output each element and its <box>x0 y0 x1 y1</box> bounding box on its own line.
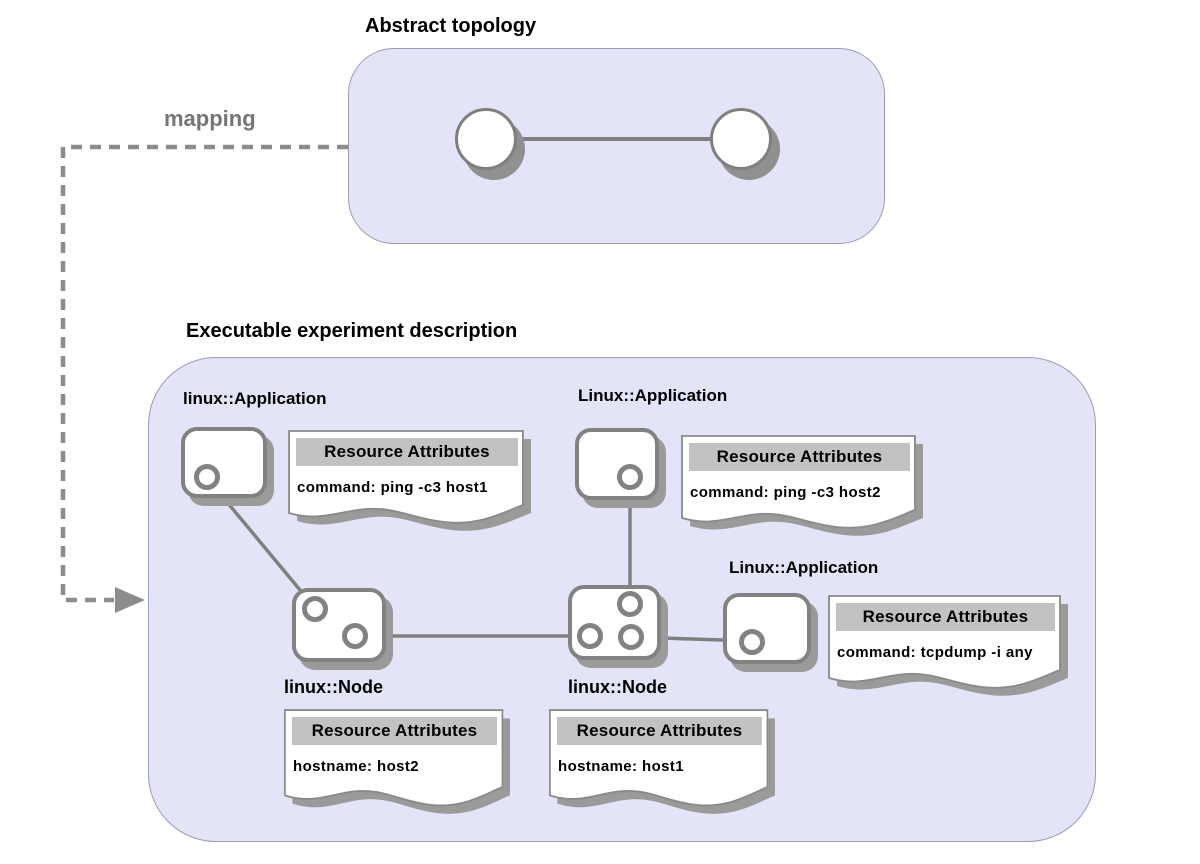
note-header: Resource Attributes <box>557 717 762 745</box>
node2-attributes-note: Resource Attributes hostname: host1 <box>548 708 775 814</box>
note-header: Resource Attributes <box>296 438 518 466</box>
note-header: Resource Attributes <box>292 717 497 745</box>
abstract-topology-title: Abstract topology <box>365 15 537 37</box>
link-app1-node1 <box>205 476 317 610</box>
app3-port-icon <box>739 629 765 655</box>
note-body: command: tcpdump -i any <box>837 644 1033 661</box>
mapping-dashed-line <box>60 144 348 603</box>
app2-shape <box>575 428 659 500</box>
node1-port1-icon <box>302 596 328 622</box>
node1-port2-icon <box>342 623 368 649</box>
mapping-label: mapping <box>164 106 256 131</box>
node2-port-left-icon <box>577 623 603 649</box>
app1-label: linux::Application <box>183 389 327 408</box>
app3-label: Linux::Application <box>729 558 879 577</box>
note-body: hostname: host1 <box>558 758 685 775</box>
node2-port-right-icon <box>618 624 644 650</box>
app3-shape <box>723 593 811 664</box>
node1-label: linux::Node <box>284 677 383 697</box>
node1-attributes-note: Resource Attributes hostname: host2 <box>283 708 510 814</box>
app1-shape <box>181 427 267 498</box>
node2-shape <box>568 585 661 660</box>
app2-attributes-note: Resource Attributes command: ping -c3 ho… <box>680 434 924 536</box>
app1-attributes-note: Resource Attributes command: ping -c3 ho… <box>287 429 532 531</box>
mapping-arrowhead-icon <box>115 587 145 613</box>
app2-port-icon <box>617 464 643 490</box>
app1-port-icon <box>194 464 220 490</box>
node2-label: linux::Node <box>568 677 667 697</box>
app3-attributes-note: Resource Attributes command: tcpdump -i … <box>827 594 1068 696</box>
note-body: hostname: host2 <box>293 758 420 775</box>
note-header: Resource Attributes <box>689 443 910 471</box>
note-header: Resource Attributes <box>836 603 1055 631</box>
experiment-title: Executable experiment description <box>186 320 518 342</box>
abstract-node-1 <box>455 108 517 170</box>
abstract-node-2 <box>710 108 772 170</box>
node2-port-top-icon <box>617 591 643 617</box>
abstract-topology-panel <box>348 48 885 244</box>
note-body: command: ping -c3 host2 <box>690 484 881 501</box>
app2-label: Linux::Application <box>578 386 728 405</box>
note-body: command: ping -c3 host1 <box>297 479 488 496</box>
